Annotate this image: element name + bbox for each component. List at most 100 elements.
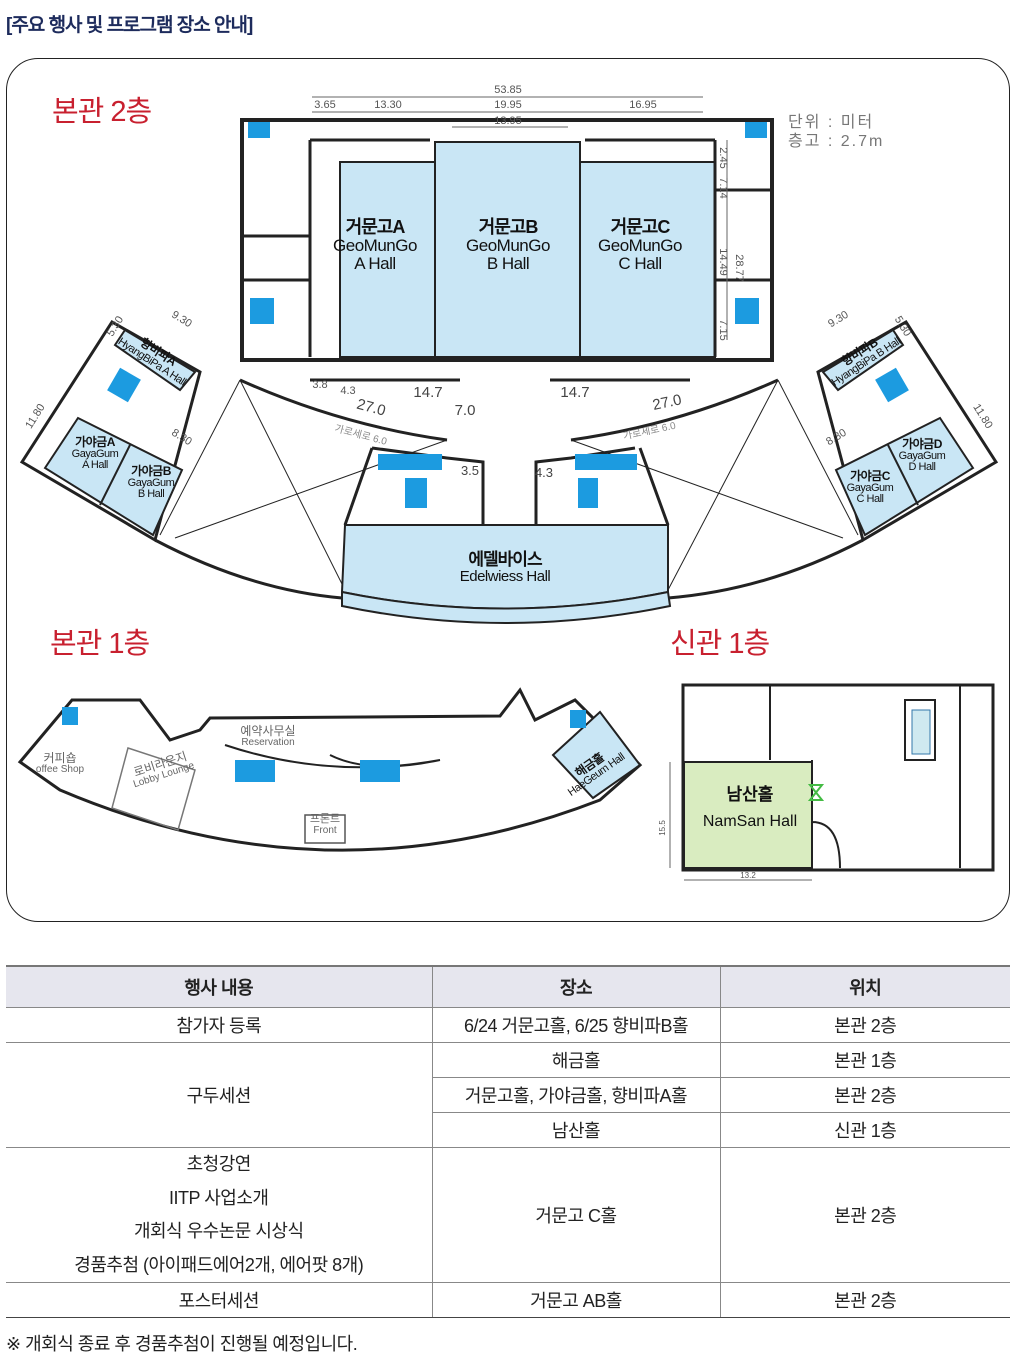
hall-name-en: GeoMunGo [598, 235, 682, 255]
dim-text: 28.77 [733, 254, 745, 282]
room-front[interactable]: 프론트 Front [302, 813, 348, 836]
cell-event-list: 초청강연 IITP 사업소개 개회식 우수논문 시상식 경품추첨 (아이패드에어… [6, 1147, 432, 1283]
geomungo-c-area [579, 161, 716, 358]
hall-name-ko: 에델바이스 [468, 550, 542, 569]
dim-text: 16.95 [629, 99, 657, 111]
event-item: IITP 사업소개 [169, 1187, 269, 1208]
hall-name-en: NamSan Hall [702, 812, 798, 830]
table-header-row: 행사 내용 장소 위치 [6, 965, 1010, 1008]
hall-name-en: GeoMunGo [333, 235, 417, 255]
hall-name-ko: 가야금A [75, 435, 115, 449]
floor-title-main-2f: 본관 2층 [52, 96, 152, 128]
hall-name-en: GayaGum [127, 476, 175, 489]
cell-event: 구두세션 [6, 1042, 432, 1148]
cell-place: 해금홀 [431, 1042, 720, 1078]
hall-name-ko: 가야금B [131, 464, 171, 478]
cell-event: 포스터세션 [6, 1282, 432, 1318]
cell-location: 본관 2층 [719, 1282, 1010, 1318]
hall-name-en: GayaGum [71, 447, 119, 460]
dim-text: 7.14 [717, 177, 729, 198]
ceiling-height-text: 층고 : 2.7m [788, 133, 885, 150]
dim-text: 13.30 [374, 99, 402, 111]
dim-text: 4.3 [535, 465, 553, 480]
room-name-ko: 프론트 [309, 813, 341, 825]
hall-name-en: A Hall [82, 459, 108, 472]
table-row: 포스터세션 거문고 AB홀 본관 2층 [6, 1282, 1010, 1318]
dim-text: 2.45 [717, 147, 729, 168]
hall-name-ko: 가야금D [902, 437, 942, 451]
dim-text: 3.65 [314, 99, 335, 111]
hall-geomungo-c[interactable]: 거문고C GeoMunGo C Hall [590, 218, 690, 273]
hall-gayagum-b[interactable]: 가야금B GayaGum B Hall [121, 465, 181, 501]
geomungo-b-area [434, 141, 581, 358]
hall-name-ko: 남산홀 [726, 785, 774, 804]
cell-event: 참가자 등록 [6, 1007, 432, 1043]
hall-gayagum-d[interactable]: 가야금D GayaGum D Hall [892, 438, 952, 474]
cell-place: 6/24 거문고홀, 6/25 향비파B홀 [431, 1007, 720, 1043]
room-name-ko: 커피숍 [43, 751, 77, 765]
hall-name-en: A Hall [354, 253, 396, 273]
cell-location: 본관 2층 [719, 1147, 1010, 1283]
dim-text: 9.30 [826, 309, 851, 331]
cell-location: 본관 1층 [719, 1042, 1010, 1078]
table-row: 남산홀 신관 1층 [6, 1112, 1010, 1148]
event-item: 초청강연 [186, 1154, 252, 1174]
event-venue-table: 행사 내용 장소 위치 참가자 등록 6/24 거문고홀, 6/25 향비파B홀… [6, 965, 1010, 1318]
hall-gayagum-c[interactable]: 가야금C GayaGum C Hall [840, 470, 900, 506]
dim-text: 3.5 [461, 463, 479, 478]
event-item: 개회식 우수논문 시상식 [133, 1221, 304, 1241]
room-name-en: offee Shop [35, 763, 85, 775]
hall-namsan[interactable]: 남산홀 NamSan Hall [695, 786, 805, 831]
table-row: 거문고홀, 가야금홀, 향비파A홀 본관 2층 [6, 1077, 1010, 1113]
cell-location: 본관 2층 [719, 1007, 1010, 1043]
dim-text: 19.95 [494, 99, 522, 111]
unit-text: 단위 : 미터 [788, 114, 875, 131]
floor-plan-panel [6, 58, 1010, 922]
hall-name-en: Edelwiess Hall [459, 567, 551, 585]
table-row: 초청강연 IITP 사업소개 개회식 우수논문 시상식 경품추첨 (아이패드에어… [6, 1147, 1010, 1283]
hall-geomungo-a[interactable]: 거문고A GeoMunGo A Hall [325, 218, 425, 273]
dim-text: 14.7 [560, 384, 589, 401]
dim-text: 3.8 [312, 379, 327, 391]
table-row: 구두세션 해금홀 본관 1층 [6, 1042, 1010, 1148]
footnote: ※ 개회식 종료 후 경품추첨이 진행될 예정입니다. [6, 1334, 358, 1354]
page-title: [주요 행사 및 프로그램 장소 안내] [6, 15, 253, 36]
hall-geomungo-b[interactable]: 거문고B GeoMunGo B Hall [458, 218, 558, 273]
hall-name-en: C Hall [856, 493, 884, 506]
geomungo-a-area [339, 161, 436, 358]
dim-text: 27.0 [355, 396, 388, 420]
dim-text: 4.3 [340, 385, 355, 397]
dim-text: 7.0 [455, 402, 476, 419]
header-location: 위치 [719, 965, 1010, 1008]
corridor-label-right: 가로세로 6.0 [622, 420, 677, 443]
dim-text: 13.2 [740, 871, 756, 880]
hall-name-en: C Hall [618, 253, 662, 273]
room-reservation[interactable]: 예약사무실 Reservation [232, 725, 304, 748]
hall-name-ko: 가야금C [850, 469, 890, 483]
dim-text: 9.30 [169, 309, 194, 331]
header-event: 행사 내용 [6, 965, 432, 1008]
hall-edelweiss[interactable]: 에델바이스 Edelwiess Hall [435, 551, 575, 585]
room-name-ko: 예약사무실 [240, 724, 296, 738]
table-row: 참가자 등록 6/24 거문고홀, 6/25 향비파B홀 본관 2층 [6, 1007, 1010, 1043]
hall-name-en: B Hall [137, 488, 165, 501]
header-place: 장소 [431, 965, 720, 1008]
room-name-en: Front [313, 824, 337, 836]
floor-title-annex-1f: 신관 1층 [670, 628, 770, 660]
hall-name-en: D Hall [908, 461, 936, 474]
hall-name-ko: 거문고C [610, 217, 671, 237]
hall-name-en: GayaGum [898, 449, 946, 462]
dim-text: 14.7 [413, 384, 442, 401]
dim-text: 27.0 [651, 391, 683, 414]
room-coffee-shop[interactable]: 커피숍 offee Shop [30, 752, 90, 775]
cell-place: 거문고 C홀 [431, 1147, 720, 1283]
main-1f-outline [17, 687, 643, 852]
cell-location: 본관 2층 [719, 1077, 1010, 1113]
hall-name-ko: 거문고A [345, 217, 406, 237]
event-item: 경품추첨 (아이패드에어2개, 에어팟 8개) [74, 1254, 364, 1275]
hall-gayagum-a[interactable]: 가야금A GayaGum A Hall [65, 436, 125, 472]
cell-place: 거문고홀, 가야금홀, 향비파A홀 [431, 1077, 720, 1113]
floor-plan-drawing: 53.85 3.65 13.30 19.95 16.95 13.95 3.8 4… [17, 84, 999, 881]
dim-text: 15.5 [658, 820, 667, 836]
